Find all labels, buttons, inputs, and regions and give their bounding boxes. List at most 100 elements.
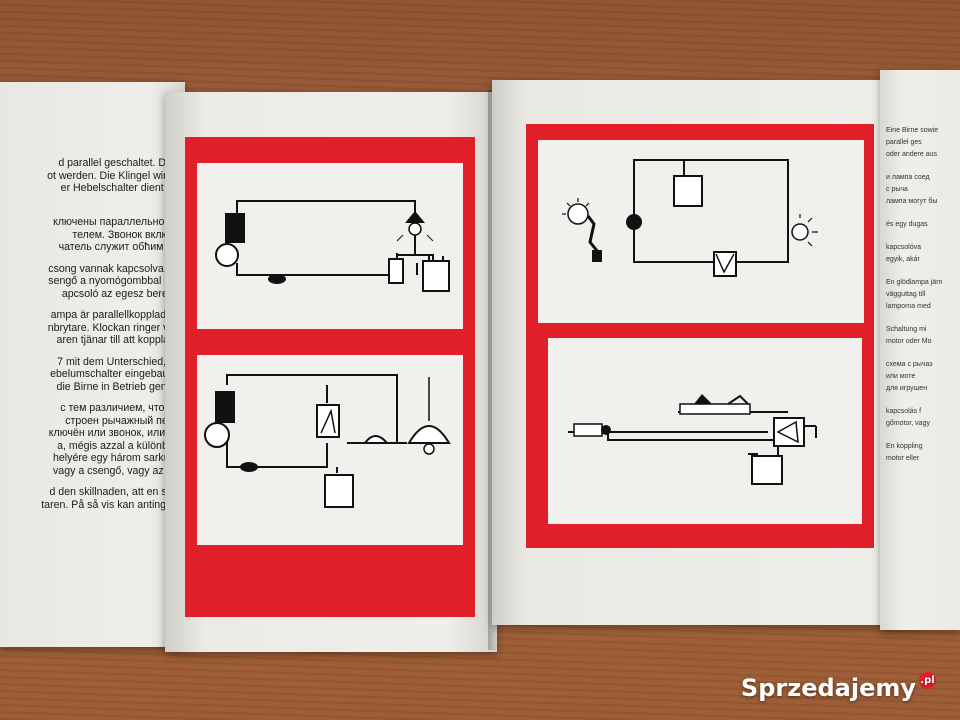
text-line: Anlage. xyxy=(2,195,185,208)
battery-icon xyxy=(673,175,703,207)
text-line: sengő a nyomógombbal hozható xyxy=(48,275,185,287)
circuit-panel-plug-lamps xyxy=(538,140,864,323)
lever-switch-icon xyxy=(679,394,751,415)
left-page-text-block: d parallel geschaltet. Die Birneot werde… xyxy=(2,157,185,511)
text-line: En glödlampa järn xyxy=(886,279,943,286)
paragraph-gap xyxy=(886,208,960,219)
text-line: ampa är parallellkopplade. Lam- xyxy=(50,309,185,321)
changeover-switch-icon xyxy=(316,404,340,438)
text-line: Eine Birne sowie xyxy=(886,127,939,134)
circuit-diagram-plug-lamps xyxy=(562,159,818,277)
text-line: ключён или звонок, или лампа. xyxy=(48,427,185,439)
text-line: csong vannak kapcsolva. Az égő xyxy=(48,262,185,275)
text-line: с тем различием, что вместо xyxy=(60,402,185,414)
text-line: или моте xyxy=(886,373,916,380)
text-line: 7 mit dem Unterschied, daß an xyxy=(57,355,185,368)
bell-coil-icon xyxy=(225,213,245,243)
text-line: oder andere aus xyxy=(886,151,937,158)
circuit-diagram-motor-switch xyxy=(568,394,817,485)
left-diagram-page xyxy=(165,92,497,652)
paragraph-gap xyxy=(2,347,185,356)
pendant-lamp-icon xyxy=(407,377,451,455)
right-text-page: Eine Birne sowie parallel ges oder andere … xyxy=(880,70,960,630)
circuit-diagram-changeover-switch xyxy=(204,374,451,508)
watermark-text: Sprzedajemy xyxy=(740,674,916,702)
bell-coil-icon xyxy=(215,391,235,423)
paragraph-gap xyxy=(886,430,960,441)
paragraph-gap xyxy=(2,300,185,309)
circuit-panel-parallel xyxy=(197,163,463,329)
paragraph-gap xyxy=(2,207,185,216)
paragraph-gap xyxy=(886,161,960,172)
text-line: телем. Звонок включается xyxy=(72,228,185,241)
paragraph-gap xyxy=(886,266,960,277)
circuit-panel-motor xyxy=(548,338,862,524)
text-line: строен рычажный переклю- xyxy=(65,414,185,427)
socket-icon xyxy=(626,214,642,230)
text-line: d parallel geschaltet. Die Birne xyxy=(58,157,185,169)
paragraph-gap xyxy=(2,254,185,263)
push-button-icon xyxy=(268,274,286,284)
text-line: lamporna med xyxy=(886,303,931,310)
text-line: motor eller xyxy=(886,455,920,462)
text-line: apcsoló az egesz berendezés xyxy=(61,287,185,300)
switch-icon xyxy=(713,251,737,277)
paragraph-gap xyxy=(2,393,185,402)
paragraph-gap xyxy=(886,313,960,324)
text-line: helyére egy három sarku átkap- xyxy=(53,452,185,464)
text-line: и лампа соед xyxy=(886,174,930,181)
text-line: Schaltung mi xyxy=(886,326,927,333)
battery-icon xyxy=(324,474,354,508)
push-button-round-icon xyxy=(363,435,390,444)
text-line: taren. På så vis kan antingen ring- xyxy=(41,498,185,511)
text-line: чатель служит обћим выклю- xyxy=(58,241,185,253)
text-line: схема с рычаз xyxy=(886,361,933,368)
battery-icon xyxy=(751,455,783,485)
text-line: с рыча xyxy=(886,186,908,193)
text-line: лампа могут бы xyxy=(886,198,938,205)
text-line: er Hebelschalter dient als Ein- xyxy=(60,182,185,194)
circuit-panel-changeover xyxy=(197,355,463,545)
text-line: vagy a csengő, vagy az égő fel- xyxy=(53,464,185,477)
text-line: parallel ges xyxy=(886,139,922,146)
bell-gong-icon xyxy=(215,243,239,267)
paragraph-gap xyxy=(2,477,185,486)
paragraph-gap xyxy=(886,231,960,242)
text-line: die Birne in Betrieb genommen xyxy=(56,380,185,393)
text-line: En koppling xyxy=(886,443,923,450)
text-line: nbrytare. Klockan ringer vid tryck xyxy=(47,321,185,334)
text-line: motor oder Mo xyxy=(886,338,932,345)
text-line: d den skillnaden, att en spakom- xyxy=(49,486,185,498)
text-line: kapcsolóva xyxy=(886,244,922,251)
lamp-icon xyxy=(396,211,434,245)
text-line: aren tjänar till att koppla till och xyxy=(56,334,185,346)
watermark-suffix-badge: .pl xyxy=(919,672,936,689)
left-text-page: d parallel geschaltet. Die Birneot werde… xyxy=(0,82,185,647)
text-line: egyik, akár xyxy=(886,256,920,263)
motor-icon xyxy=(573,423,611,437)
side-lamp-icon xyxy=(791,214,818,247)
text-line: ключены параллельно. Лампа xyxy=(53,216,185,228)
bell-gong-icon xyxy=(204,422,230,448)
cord-icon xyxy=(586,215,600,253)
text-line: для игрушен xyxy=(886,385,928,392)
circuit-diagram-bell-lamp-parallel xyxy=(215,200,450,292)
text-line: kapcsolás f xyxy=(886,408,922,415)
right-page-text-block: Eine Birne sowie parallel ges oder andere … xyxy=(886,125,960,465)
push-button-icon xyxy=(240,462,258,472)
text-line: ebelumschalter eingebaut ist, so xyxy=(50,368,185,380)
watermark-logo: Sprzedajemy .pl xyxy=(740,672,936,702)
paragraph-gap xyxy=(886,348,960,359)
changeover-switch-icon xyxy=(773,417,805,447)
text-line: a, mégis azzal a különbséggel, xyxy=(57,439,185,452)
text-line: gőmotor, vagy xyxy=(886,420,930,427)
battery-icon xyxy=(422,260,450,292)
plug-icon xyxy=(592,250,602,262)
right-diagram-page xyxy=(492,80,917,625)
lever-switch-icon xyxy=(388,258,404,284)
paragraph-gap xyxy=(886,395,960,406)
sun-lamp-icon xyxy=(562,198,590,225)
text-line: vägguttag till xyxy=(886,291,926,298)
text-line: és egy dugas xyxy=(886,221,928,228)
text-line: ot werden. Die Klingel wird durch xyxy=(47,169,185,182)
